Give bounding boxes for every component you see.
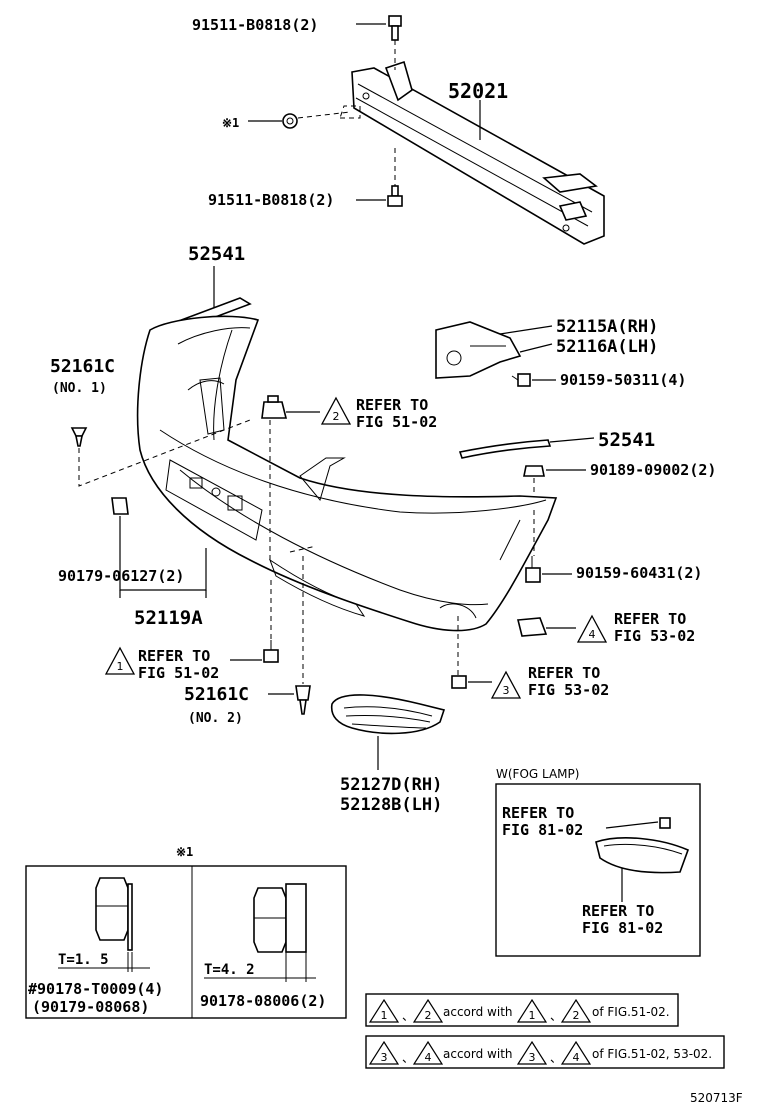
bolt-bottom-icon bbox=[387, 185, 403, 207]
bolt-top-icon bbox=[388, 15, 402, 41]
svg-text:2: 2 bbox=[425, 1009, 432, 1022]
label-bolt-bottom: 91511-B0818(2) bbox=[208, 191, 334, 209]
label-bolt-top: 91511-B0818(2) bbox=[192, 16, 318, 34]
screw-50311-icon bbox=[511, 373, 531, 387]
label-grille-rh: 52127D(RH) bbox=[340, 775, 442, 795]
nut-inset-panel bbox=[25, 865, 347, 1019]
bumper-cover bbox=[136, 315, 558, 632]
label-clip-06127: 90179-06127(2) bbox=[58, 567, 184, 585]
bumper-reinforcement bbox=[351, 60, 605, 245]
legend-box-1 bbox=[365, 993, 679, 1027]
label-moulding-lower: 52541 bbox=[598, 429, 655, 451]
label-nut-a-alt: (90179-08068) bbox=[32, 998, 149, 1016]
label-nut-a-part: #90178-T0009(4) bbox=[28, 980, 163, 998]
label-fog-refer-b2: FIG 81-02 bbox=[582, 919, 663, 937]
svg-text:、: 、 bbox=[550, 1009, 562, 1023]
label-retainer-no1: 52161C bbox=[50, 356, 115, 377]
svg-text:、: 、 bbox=[402, 1009, 414, 1023]
screw-refer3-icon bbox=[451, 675, 467, 689]
label-retainer-no2: 52161C bbox=[184, 684, 249, 705]
label-refer3-line2: FIG 53-02 bbox=[528, 681, 609, 699]
svg-text:2: 2 bbox=[573, 1009, 580, 1022]
label-thickness-a: T=1. 5 bbox=[58, 952, 109, 968]
svg-text:3: 3 bbox=[381, 1051, 388, 1064]
fog-lamp-panel bbox=[495, 783, 701, 957]
label-screw-50311: 90159-50311(4) bbox=[560, 371, 686, 389]
svg-text:4: 4 bbox=[589, 628, 596, 641]
clip-refer4-icon bbox=[516, 617, 548, 637]
label-refer2-line2: FIG 51-02 bbox=[356, 413, 437, 431]
label-refer1-line2: FIG 51-02 bbox=[138, 664, 219, 682]
label-inset-note: ※1 bbox=[176, 845, 193, 859]
svg-text:、: 、 bbox=[402, 1051, 414, 1065]
svg-text:3: 3 bbox=[529, 1051, 536, 1064]
label-retainer-no1-note: (NO. 1) bbox=[52, 381, 107, 396]
triangle-1-icon: 1 bbox=[104, 646, 136, 675]
label-refer2-line1: REFER TO bbox=[356, 396, 428, 414]
triangle-2-icon: 2 bbox=[320, 396, 352, 425]
svg-text:1: 1 bbox=[529, 1009, 536, 1022]
label-refer4-line1: REFER TO bbox=[614, 610, 686, 628]
svg-text:、: 、 bbox=[550, 1051, 562, 1065]
svg-text:of FIG.51-02, 53-02.: of FIG.51-02, 53-02. bbox=[592, 1047, 712, 1061]
label-refer1-line1: REFER TO bbox=[138, 647, 210, 665]
legend-box-2 bbox=[365, 1035, 725, 1069]
svg-text:4: 4 bbox=[425, 1051, 432, 1064]
triangle-3-icon: 3 bbox=[490, 670, 522, 699]
svg-text:accord with: accord with bbox=[443, 1047, 513, 1061]
screw-60431-icon bbox=[525, 556, 541, 583]
label-fog-title: W(FOG LAMP) bbox=[496, 767, 579, 781]
label-reinforcement: 52021 bbox=[448, 79, 508, 103]
label-grille-lh: 52128B(LH) bbox=[340, 795, 442, 815]
svg-text:accord with: accord with bbox=[443, 1005, 513, 1019]
label-fog-refer-a1: REFER TO bbox=[502, 804, 574, 822]
label-cover-52119: 52119A bbox=[134, 607, 203, 629]
svg-text:2: 2 bbox=[333, 410, 340, 423]
label-bracket-lh: 52116A(LH) bbox=[556, 337, 658, 357]
clip-refer2-icon bbox=[261, 395, 288, 419]
svg-text:4: 4 bbox=[573, 1051, 580, 1064]
legend-row-2: 3 、 4 accord with 3 、 4 of FIG.51-02, 53… bbox=[368, 1040, 712, 1065]
nut-note1-icon bbox=[282, 113, 298, 129]
label-nut-09002: 90189-09002(2) bbox=[590, 461, 716, 479]
bracket-rh-lh bbox=[435, 321, 522, 379]
label-moulding-upper: 52541 bbox=[188, 243, 245, 265]
triangle-4-icon: 4 bbox=[576, 614, 608, 643]
figure-code: 520713F bbox=[690, 1091, 743, 1105]
grille-rh-lh bbox=[330, 694, 446, 735]
label-fog-refer-a2: FIG 81-02 bbox=[502, 821, 583, 839]
screw-refer1-icon bbox=[263, 640, 279, 663]
label-retainer-no2-note: (NO. 2) bbox=[188, 711, 243, 726]
label-bracket-rh: 52115A(RH) bbox=[556, 317, 658, 337]
svg-text:1: 1 bbox=[117, 660, 124, 673]
label-screw-60431: 90159-60431(2) bbox=[576, 564, 702, 582]
moulding-lower bbox=[458, 439, 552, 459]
retainer-no1-icon bbox=[70, 427, 88, 447]
svg-text:3: 3 bbox=[503, 684, 510, 697]
label-thickness-b: T=4. 2 bbox=[204, 962, 255, 978]
legend-row-1: 1 、 2 accord with 1 、 2 of FIG.51-02. bbox=[368, 998, 670, 1023]
svg-text:of FIG.51-02.: of FIG.51-02. bbox=[592, 1005, 670, 1019]
nut-09002-icon bbox=[523, 465, 545, 477]
clip-06127-icon bbox=[111, 497, 129, 515]
label-fog-refer-b1: REFER TO bbox=[582, 902, 654, 920]
svg-text:1: 1 bbox=[381, 1009, 388, 1022]
label-refer3-line1: REFER TO bbox=[528, 664, 600, 682]
label-note1: ※1 bbox=[222, 116, 239, 130]
retainer-no2-icon bbox=[295, 685, 311, 715]
label-refer4-line2: FIG 53-02 bbox=[614, 627, 695, 645]
label-nut-b-part: 90178-08006(2) bbox=[200, 992, 326, 1010]
